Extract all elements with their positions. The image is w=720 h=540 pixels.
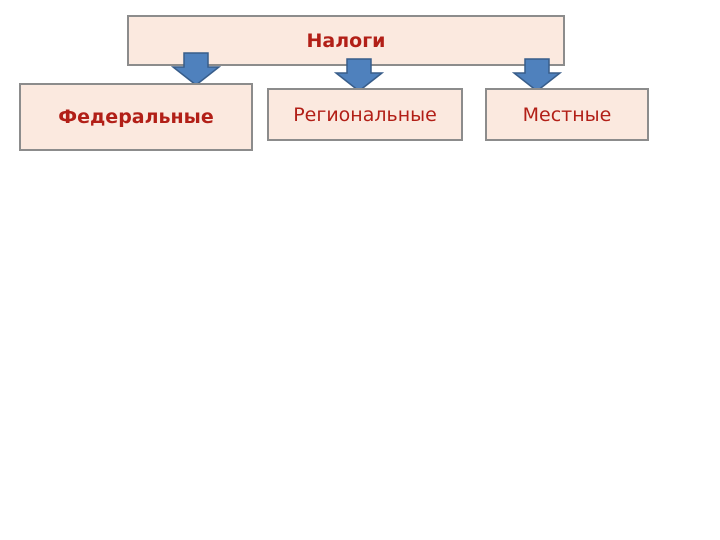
child-node-local: Местные	[485, 88, 649, 141]
child-node-label: Региональные	[293, 103, 437, 126]
down-arrow-icon	[171, 52, 221, 86]
down-arrow-icon	[512, 58, 562, 92]
down-arrow-icon	[334, 58, 384, 92]
child-node-label: Федеральные	[58, 106, 214, 128]
child-node-label: Местные	[522, 103, 612, 126]
child-node-regional: Региональные	[267, 88, 463, 141]
child-node-federal: Федеральные	[19, 83, 253, 151]
root-node-label: Налоги	[306, 29, 386, 52]
